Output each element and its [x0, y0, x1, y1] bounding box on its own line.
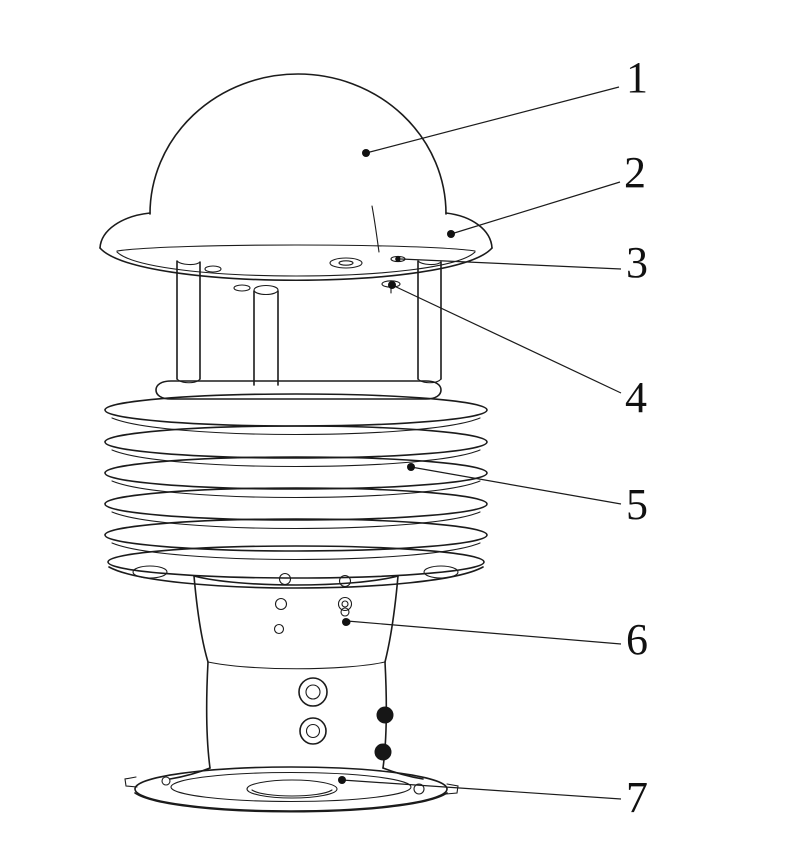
- base-bottom-rim: [134, 792, 448, 813]
- louver-stack: [104, 393, 488, 589]
- post-middle: [253, 284, 279, 386]
- base-tab-left: [124, 776, 138, 788]
- vent-hole: [338, 574, 352, 588]
- louver-skirt: [111, 542, 481, 561]
- dome: [149, 73, 447, 253]
- callout-label-5: 5: [626, 480, 648, 529]
- base-center-hole: [246, 779, 338, 799]
- callout-dot-3: [395, 256, 401, 262]
- fastener-a: [204, 265, 222, 273]
- support-posts: [176, 260, 442, 386]
- side-connector-lower: [374, 743, 392, 761]
- callout-label-7: 7: [626, 773, 648, 822]
- sensor-port-outer: [329, 257, 363, 269]
- louver-rim: [104, 487, 488, 521]
- leader-line-3: [400, 258, 622, 270]
- bolt-lower-inner: [305, 723, 321, 739]
- base-bolt-hole-left: [161, 776, 171, 786]
- lower-body-left-edge: [205, 661, 211, 769]
- callout-dot-1: [362, 149, 370, 157]
- bolt-lower-outer: [299, 717, 327, 745]
- vent-hole-inner: [341, 600, 349, 608]
- vent-hole-outer: [337, 596, 353, 612]
- bolt-upper-outer: [298, 677, 328, 707]
- dome-seam: [371, 205, 380, 253]
- shield-ear-right: [423, 565, 459, 579]
- cap-ring: [99, 212, 493, 281]
- vent-hole: [273, 623, 285, 635]
- shield-ear-left: [132, 565, 168, 579]
- post-right: [417, 260, 442, 384]
- callout-label-1: 1: [626, 53, 648, 102]
- cap-underside-front-arc: [116, 251, 476, 277]
- vent-hole: [278, 572, 292, 586]
- louver-rim: [104, 425, 488, 459]
- callout-label-6: 6: [626, 615, 648, 664]
- cap-ring-left-shoulder: [99, 212, 151, 249]
- shield-bottom-disc: [107, 545, 485, 579]
- callout-dot-7: [338, 776, 346, 784]
- taper-top-joint: [193, 575, 399, 586]
- cap-ring-right-shoulder: [445, 212, 493, 249]
- louver-rim: [104, 456, 488, 490]
- base-flare-left: [169, 767, 211, 780]
- callout-label-4: 4: [625, 373, 647, 422]
- lower-body-top-joint: [207, 661, 386, 670]
- lower-body: [205, 661, 394, 769]
- leader-line-7: [341, 779, 622, 800]
- callouts: 1 2 3 4 5 6 7: [338, 53, 648, 822]
- cap-ring-bottom-rim: [99, 247, 493, 281]
- fastener-b: [233, 284, 251, 292]
- louver-rim: [104, 518, 488, 552]
- taper-right-edge: [384, 575, 399, 663]
- callout-dot-6: [343, 618, 351, 626]
- screw-part6-upper: [340, 607, 350, 617]
- louver-skirt: [111, 511, 481, 530]
- leader-line-2: [450, 181, 621, 235]
- base-flange: [124, 766, 459, 813]
- callout-dot-2: [447, 230, 455, 238]
- leader-line-5: [410, 466, 622, 505]
- base-outer-rim: [134, 766, 448, 812]
- louver-skirt: [111, 480, 481, 499]
- leader-line-4: [391, 284, 622, 394]
- callout-dot-5: [407, 463, 415, 471]
- louver-skirt: [111, 417, 481, 436]
- dome-outline: [149, 73, 447, 215]
- bolt-upper-inner: [305, 684, 321, 700]
- side-connector-upper: [376, 706, 394, 724]
- callout-dot-4: [388, 281, 396, 289]
- base-inner-ring: [170, 771, 412, 803]
- leader-line-1: [365, 86, 620, 154]
- vent-hole: [274, 597, 288, 611]
- sensor-port-inner: [338, 260, 354, 266]
- callout-label-3: 3: [626, 238, 648, 287]
- base-center-hole-shadow: [251, 789, 333, 797]
- cap-underside-back-arc: [116, 244, 476, 252]
- base-bolt-hole-right: [413, 783, 425, 795]
- base-tab-right: [445, 783, 459, 795]
- callout-label-2: 2: [624, 148, 646, 197]
- taper-left-edge: [193, 575, 209, 663]
- taper-body: [193, 572, 399, 663]
- leader-line-6: [346, 620, 622, 645]
- post-left: [176, 260, 201, 384]
- louver-skirt: [111, 449, 481, 468]
